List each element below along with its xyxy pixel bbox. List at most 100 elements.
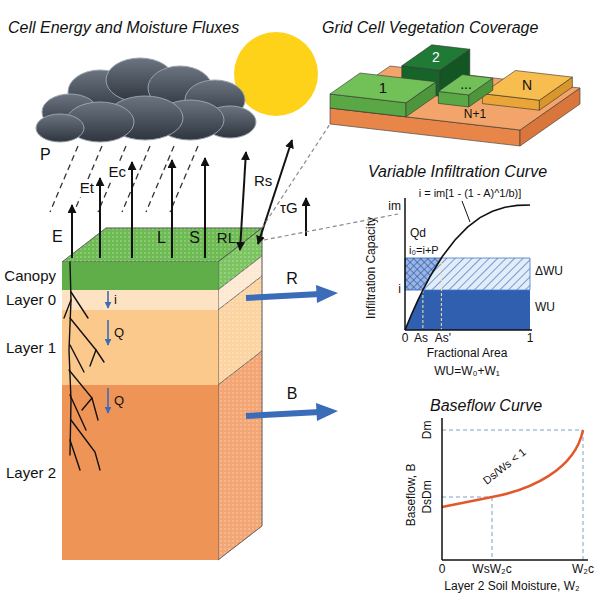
slope-annotation: Ds/Ws < 1 bbox=[481, 445, 529, 486]
baseflow-plot bbox=[441, 418, 443, 560]
vegetation-block bbox=[402, 45, 470, 70]
flux-symbol: Et bbox=[78, 179, 96, 196]
axis-tick: 0 bbox=[439, 563, 446, 577]
flux-arrow bbox=[305, 198, 307, 236]
panel-title: Baseflow Curve bbox=[430, 397, 542, 415]
flow-symbol: i bbox=[114, 293, 117, 308]
column-faces bbox=[218, 228, 262, 560]
vegetation-tile: N bbox=[519, 77, 535, 93]
axis-title: Layer 2 Soil Moisture, W₂ bbox=[444, 580, 579, 594]
axis-tick: Dm bbox=[421, 421, 435, 440]
infiltration-plot bbox=[441, 258, 442, 330]
flux-arrow bbox=[171, 160, 173, 258]
tile-number: N+1 bbox=[464, 108, 486, 122]
axis-annotation: i₀=i+P bbox=[407, 244, 441, 257]
rain bbox=[146, 146, 174, 212]
rain bbox=[50, 146, 198, 212]
axis-tick: 1 bbox=[527, 332, 534, 346]
infiltration-plot bbox=[405, 329, 532, 331]
infiltration-plot bbox=[405, 205, 530, 330]
soil-layer: Layer 0 bbox=[62, 290, 218, 310]
column-faces bbox=[62, 228, 262, 560]
layer-label: Layer 1 bbox=[6, 339, 56, 356]
canopy-layer: Canopy bbox=[62, 262, 218, 290]
flux-symbol: L bbox=[157, 229, 166, 247]
tile-number: N bbox=[522, 77, 532, 93]
baseflow-plot bbox=[442, 430, 583, 431]
rain bbox=[170, 146, 198, 212]
axis-tick: WsW₂c bbox=[472, 563, 511, 577]
runoff-symbol: R bbox=[286, 270, 298, 288]
axis-tick: As bbox=[414, 332, 428, 346]
equation: i = im[1 - (1 - A)^1/b)] bbox=[419, 187, 522, 200]
vegetation-block bbox=[330, 73, 436, 103]
axis-tick: DsDm bbox=[421, 480, 435, 513]
runoff-arrow bbox=[316, 285, 338, 303]
flow-symbol: Q bbox=[114, 394, 124, 409]
axis-tick: W₂c bbox=[572, 563, 594, 577]
flux-arrow bbox=[258, 140, 292, 244]
soil-layer: Layer 2 bbox=[62, 385, 218, 560]
flux-symbol: RL bbox=[217, 229, 236, 246]
flux-symbol: τG bbox=[280, 199, 298, 216]
infiltration-plot bbox=[404, 198, 406, 330]
flux-symbol: S bbox=[189, 229, 200, 247]
sun bbox=[234, 32, 318, 116]
cloud bbox=[36, 58, 256, 142]
panel-title: Cell Energy and Moisture Fluxes bbox=[8, 19, 239, 37]
vegetation-block bbox=[438, 75, 492, 95]
vegetation-tile: ... bbox=[457, 76, 475, 92]
infiltration-plot bbox=[462, 201, 470, 222]
runoff-arrow bbox=[316, 403, 338, 421]
runoff-arrow bbox=[246, 285, 338, 421]
flux-symbol: E bbox=[52, 228, 63, 246]
infiltration-plot bbox=[405, 198, 532, 330]
axis-tick: im bbox=[388, 200, 401, 214]
tile-number: 1 bbox=[379, 79, 387, 96]
vegetation-tile: 2 bbox=[429, 49, 443, 65]
baseflow-plot bbox=[583, 430, 584, 560]
runoff-arrow bbox=[246, 412, 320, 416]
runoff-arrow bbox=[246, 294, 320, 298]
flow-symbol: Q bbox=[114, 326, 124, 341]
axis-tick: i bbox=[398, 283, 401, 297]
soil-layer: Layer 1 bbox=[62, 310, 218, 385]
equation: WU=W₀+W₁ bbox=[434, 365, 500, 379]
vegetation-block bbox=[330, 45, 580, 146]
flux-arrow bbox=[240, 152, 246, 250]
flux-arrow bbox=[131, 162, 133, 258]
tile-number: ... bbox=[460, 76, 472, 92]
bare-soil-tile: N+1 bbox=[461, 108, 489, 122]
layer-label: Layer 0 bbox=[6, 291, 56, 308]
layer-label: Canopy bbox=[4, 267, 56, 284]
rain bbox=[74, 146, 102, 212]
flux-symbol: P bbox=[40, 146, 51, 164]
axis-title: Baseflow, B bbox=[405, 464, 419, 527]
baseflow-plot bbox=[442, 430, 583, 507]
area-label: Qd bbox=[410, 227, 426, 241]
vegetation-block bbox=[482, 71, 572, 101]
infiltration-plot bbox=[405, 258, 441, 290]
tile-number: 2 bbox=[432, 49, 440, 65]
rain bbox=[50, 146, 78, 212]
flux-arrow bbox=[71, 205, 73, 258]
baseflow-plot bbox=[442, 430, 583, 560]
vegetation-tile: 1 bbox=[376, 79, 390, 96]
cloud bbox=[36, 114, 84, 142]
baseflow-plot bbox=[492, 497, 493, 560]
flux-arrow bbox=[99, 178, 101, 258]
flux-symbol: Rs bbox=[252, 172, 274, 189]
flux-arrow bbox=[72, 140, 306, 258]
baseflow-symbol: B bbox=[287, 385, 298, 403]
flux-arrow bbox=[204, 158, 206, 258]
panel-title: Variable Infiltration Curve bbox=[368, 163, 547, 181]
flux-symbol: Ec bbox=[106, 163, 128, 180]
panel-title: Grid Cell Vegetation Coverage bbox=[322, 19, 538, 37]
axis-tick: 0 bbox=[402, 332, 409, 346]
layer-label: Layer 2 bbox=[6, 464, 56, 481]
area-label: WU bbox=[535, 301, 555, 315]
baseflow-plot bbox=[442, 418, 588, 560]
area-label: ΔWU bbox=[535, 265, 563, 279]
infiltration-plot bbox=[422, 290, 423, 330]
